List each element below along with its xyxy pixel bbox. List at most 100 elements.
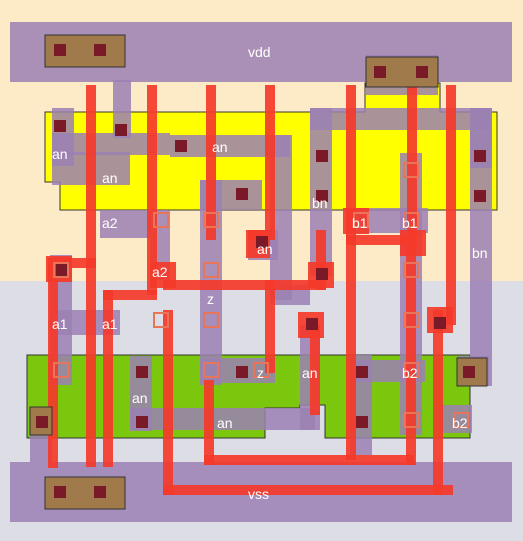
via-square bbox=[403, 362, 419, 378]
label-b1: b1 bbox=[352, 215, 368, 231]
label-an: an bbox=[217, 415, 233, 431]
poly-segment bbox=[150, 262, 176, 288]
label-vdd: vdd bbox=[248, 44, 271, 60]
label-a1: a1 bbox=[52, 316, 68, 332]
contact-square bbox=[256, 236, 268, 248]
label-an: an bbox=[52, 146, 68, 162]
label-b1: b1 bbox=[402, 215, 418, 231]
label-a2: a2 bbox=[102, 215, 118, 231]
metal1-segment bbox=[52, 133, 170, 155]
label-an: an bbox=[102, 170, 118, 186]
poly-segment bbox=[265, 85, 275, 235]
metal1-segment bbox=[440, 405, 472, 433]
vias bbox=[53, 162, 469, 428]
contact-square bbox=[416, 66, 428, 78]
via-square bbox=[403, 162, 419, 178]
contact-square bbox=[175, 140, 187, 152]
contact-square bbox=[356, 416, 368, 428]
poly-segment bbox=[86, 85, 96, 467]
contact-square bbox=[356, 366, 368, 378]
contact-square bbox=[474, 190, 486, 202]
poly-segment bbox=[163, 280, 326, 290]
metal1-segment bbox=[470, 108, 492, 386]
label-a2: a2 bbox=[152, 264, 168, 280]
via-square bbox=[403, 312, 419, 328]
via-square bbox=[253, 362, 269, 378]
poly-segment bbox=[163, 310, 173, 495]
contact-square bbox=[136, 366, 148, 378]
contact-square bbox=[54, 44, 66, 56]
label-bn: bn bbox=[472, 245, 488, 261]
poly-segment bbox=[206, 85, 216, 240]
poly-segment bbox=[446, 85, 456, 325]
label-an: an bbox=[132, 390, 148, 406]
net-labels: vdd vss an an an bn a2 b1 b1 an bn a2 z … bbox=[52, 44, 488, 502]
via-square bbox=[203, 362, 219, 378]
label-vss: vss bbox=[248, 486, 269, 502]
label-b2: b2 bbox=[402, 365, 418, 381]
contact-square bbox=[374, 66, 386, 78]
contact-square bbox=[306, 318, 318, 330]
contact-square bbox=[115, 124, 127, 136]
poly-segment bbox=[103, 290, 113, 467]
via-square bbox=[153, 212, 169, 228]
metal1-segment bbox=[100, 210, 150, 238]
poly-segment bbox=[316, 230, 326, 290]
via-square bbox=[53, 362, 69, 378]
poly-segment bbox=[204, 455, 414, 465]
poly-segment bbox=[310, 325, 320, 415]
via-square bbox=[203, 212, 219, 228]
via-square bbox=[203, 312, 219, 328]
metal1-segment bbox=[310, 108, 490, 130]
poly-segment bbox=[103, 290, 157, 300]
contact-square bbox=[54, 486, 66, 498]
poly-segment bbox=[147, 85, 157, 295]
contact-square bbox=[316, 150, 328, 162]
via-square bbox=[403, 262, 419, 278]
contact-square bbox=[36, 416, 48, 428]
via-square bbox=[453, 412, 469, 428]
poly-segment bbox=[346, 235, 356, 460]
label-a1: a1 bbox=[102, 316, 118, 332]
poly-segment bbox=[346, 85, 356, 245]
contact-square bbox=[94, 44, 106, 56]
poly-segment bbox=[433, 310, 443, 495]
label-z: z bbox=[257, 365, 264, 381]
poly-segment bbox=[265, 280, 275, 373]
contact-square bbox=[316, 190, 328, 202]
poly-segment bbox=[400, 230, 426, 256]
contact-square bbox=[474, 150, 486, 162]
poly-segment bbox=[163, 485, 453, 495]
poly-segment bbox=[407, 85, 417, 245]
label-b2: b2 bbox=[452, 415, 468, 431]
contact-square bbox=[236, 188, 248, 200]
via-square bbox=[153, 312, 169, 328]
label-bn: bn bbox=[312, 195, 328, 211]
poly-segment bbox=[346, 235, 416, 245]
poly-segment bbox=[406, 235, 416, 465]
diffusion-contact-pad bbox=[456, 357, 488, 387]
contacts bbox=[36, 44, 486, 498]
label-an: an bbox=[212, 139, 228, 155]
contact-square bbox=[136, 416, 148, 428]
metal1-segment bbox=[170, 135, 290, 157]
label-an: an bbox=[302, 365, 318, 381]
contact-square bbox=[54, 120, 66, 132]
via-square bbox=[403, 212, 419, 228]
label-z: z bbox=[207, 291, 214, 307]
contact-square bbox=[56, 264, 68, 276]
contact-square bbox=[463, 366, 475, 378]
via-square bbox=[403, 412, 419, 428]
label-an: an bbox=[257, 241, 273, 257]
metal1-segment bbox=[130, 408, 315, 430]
contact-square bbox=[94, 486, 106, 498]
via-square bbox=[53, 262, 69, 278]
contact-square bbox=[236, 366, 248, 378]
metal1-segment bbox=[113, 80, 131, 138]
contact-square bbox=[316, 268, 328, 280]
poly-segment bbox=[204, 380, 214, 465]
via-square bbox=[353, 212, 369, 228]
via-square bbox=[203, 262, 219, 278]
contact-square bbox=[434, 317, 446, 329]
